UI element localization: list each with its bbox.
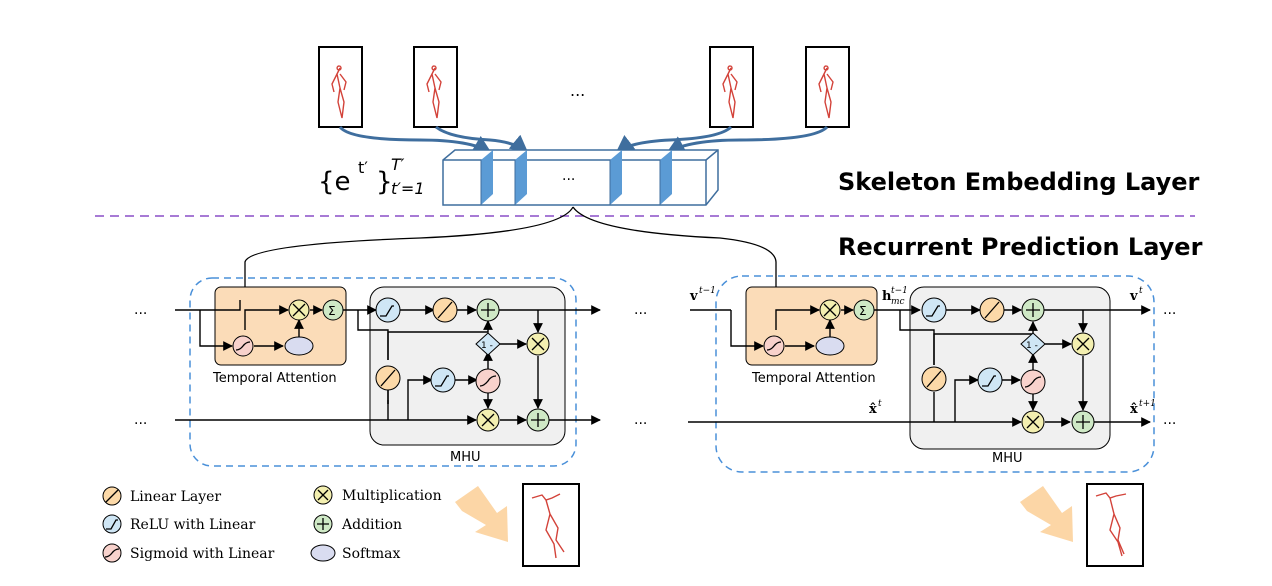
- v-t-label: v: [1129, 289, 1138, 304]
- softmax-icon: [310, 544, 336, 562]
- ellipsis-right-top: ...: [1163, 302, 1176, 318]
- output-arrow-icon: [455, 486, 508, 542]
- skeleton-frame-1: [318, 46, 363, 128]
- legend-item-relu: ReLU with Linear: [102, 514, 256, 534]
- output-skeleton-frame-left: [522, 483, 580, 567]
- ellipsis-right-bottom: ...: [1163, 412, 1176, 428]
- embedding-set-close: }: [376, 167, 393, 197]
- x-t-label: x̂: [869, 402, 877, 417]
- svg-text:Σ: Σ: [859, 304, 867, 318]
- legend-label-linear: Linear Layer: [130, 489, 221, 505]
- relu-linear-icon: [977, 367, 1003, 393]
- skeleton-frame-3: [709, 46, 754, 128]
- x-t-sup: t: [878, 399, 882, 409]
- sum-icon: [853, 299, 875, 321]
- relu-linear-icon: [102, 514, 122, 534]
- one-minus-gate: [1020, 332, 1046, 356]
- mhu-label-right: MHU: [992, 451, 1023, 466]
- legend-label-multiplication: Multiplication: [342, 488, 442, 504]
- embedding-set-sub: t′=1: [391, 179, 425, 198]
- legend-item-softmax: Softmax: [310, 544, 400, 562]
- ellipsis-left-top: ...: [134, 302, 147, 318]
- legend-label-softmax: Softmax: [342, 546, 400, 562]
- x-next-label: x̂: [1130, 402, 1138, 417]
- skeleton-frame-2: [413, 46, 458, 128]
- embedding-to-attention-curves: [240, 206, 781, 331]
- output-arrow-icon: [1020, 486, 1073, 542]
- v-prev-label: v: [689, 289, 698, 304]
- ellipsis-mid-top: ...: [634, 302, 647, 318]
- embedding-set-supT: T′: [391, 155, 405, 174]
- legend-label-relu: ReLU with Linear: [130, 517, 256, 533]
- input-frames: ...: [318, 46, 850, 128]
- output-skeleton-frame-right: [1086, 483, 1144, 567]
- recurrent-unit-right: Temporal Attention MHU: [688, 275, 1176, 473]
- skeleton-embedding-layer-title: Skeleton Embedding Layer: [838, 168, 1200, 196]
- softmax-icon: [284, 336, 314, 356]
- h-mc-sub: mc: [891, 297, 905, 307]
- legend-item-multiplication: Multiplication: [313, 485, 442, 505]
- sum-icon: [322, 299, 344, 321]
- skeleton-frame-4: [805, 46, 850, 128]
- ellipsis-left-bottom: ...: [134, 412, 147, 428]
- legend-item-addition: Addition: [313, 514, 402, 534]
- v-t-sup: t: [1139, 286, 1143, 296]
- softmax-icon: [815, 336, 845, 356]
- output-right: [1020, 483, 1144, 567]
- frames-ellipsis: ...: [570, 81, 585, 100]
- embedding-arrows: [338, 125, 829, 154]
- legend-item-sigmoid: Sigmoid with Linear: [102, 543, 275, 563]
- svg-text:Σ: Σ: [328, 304, 336, 318]
- relu-linear-icon: [430, 367, 456, 393]
- x-next-sup: t+1: [1139, 399, 1156, 409]
- legend-label-sigmoid: Sigmoid with Linear: [130, 546, 275, 562]
- ellipsis-mid-bottom: ...: [634, 412, 647, 428]
- legend-label-addition: Addition: [341, 517, 402, 533]
- embedding-ellipsis: ...: [562, 168, 575, 184]
- temporal-attention-label-right: Temporal Attention: [751, 371, 876, 386]
- output-left: [455, 483, 580, 567]
- v-prev-sup: t−1: [699, 286, 716, 296]
- h-mc-sup: t−1: [891, 286, 908, 296]
- legend: Linear Layer ReLU with Linear Sigmoid wi…: [102, 485, 442, 563]
- legend-item-linear: Linear Layer: [102, 486, 221, 506]
- one-minus-label: 1 -: [481, 341, 493, 351]
- embedding-block: ...: [442, 149, 719, 206]
- recurrent-prediction-layer-title: Recurrent Prediction Layer: [838, 233, 1203, 261]
- relu-linear-icon: [375, 297, 401, 323]
- temporal-attention-label-left: Temporal Attention: [212, 371, 337, 386]
- h-mc-label: h: [882, 289, 892, 304]
- embedding-set-text: {e: [318, 167, 351, 197]
- relu-linear-icon: [921, 297, 947, 323]
- recurrent-unit-left: Temporal Attention MHU: [134, 277, 601, 467]
- embedding-set-sup: t′: [358, 158, 368, 177]
- embedding-set-label: {e t′ } T′ t′=1: [318, 155, 425, 198]
- one-minus-gate: [475, 332, 501, 356]
- one-minus-label: 1 -: [1026, 341, 1038, 351]
- mhu-label-left: MHU: [450, 450, 481, 465]
